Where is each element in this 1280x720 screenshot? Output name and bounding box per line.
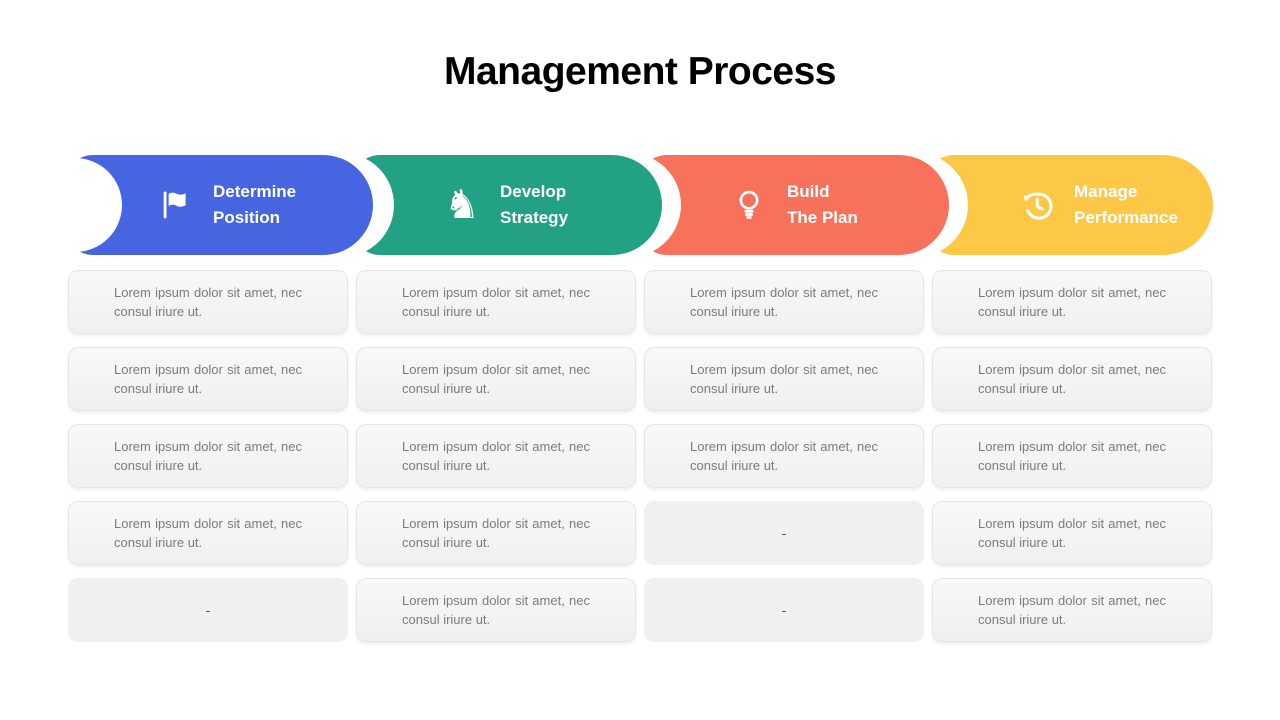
lorem-card: Lorem ipsum dolor sit amet, nec consul i…: [932, 270, 1212, 334]
lorem-card: Lorem ipsum dolor sit amet, nec consul i…: [932, 501, 1212, 565]
stage-label: Determine Position: [213, 182, 297, 227]
lightbulb-icon: [729, 187, 769, 223]
stage-pill: [926, 155, 1213, 255]
lorem-card: Lorem ipsum dolor sit amet, nec consul i…: [644, 424, 924, 488]
stage-header-band: Determine Position ♞ Develop Strategy: [0, 153, 1280, 257]
lorem-card: Lorem ipsum dolor sit amet, nec consul i…: [356, 424, 636, 488]
empty-card: -: [68, 578, 348, 642]
lorem-card: Lorem ipsum dolor sit amet, nec consul i…: [68, 501, 348, 565]
lorem-card: Lorem ipsum dolor sit amet, nec consul i…: [356, 501, 636, 565]
lorem-card: Lorem ipsum dolor sit amet, nec consul i…: [356, 270, 636, 334]
flag-icon: [155, 188, 195, 222]
empty-card: -: [644, 578, 924, 642]
lorem-card: Lorem ipsum dolor sit amet, nec consul i…: [644, 270, 924, 334]
lorem-card: Lorem ipsum dolor sit amet, nec consul i…: [932, 347, 1212, 411]
stage-header-develop-strategy: ♞ Develop Strategy: [290, 153, 662, 257]
stage-header-determine-position: Determine Position: [28, 155, 373, 255]
lorem-card: Lorem ipsum dolor sit amet, nec consul i…: [356, 347, 636, 411]
stage-label: Manage Performance: [1074, 182, 1178, 227]
stage-label: Build The Plan: [787, 182, 858, 227]
lorem-card: Lorem ipsum dolor sit amet, nec consul i…: [68, 424, 348, 488]
chess-knight-icon: ♞: [444, 182, 480, 228]
clock-history-icon: [1016, 187, 1056, 224]
card-grid: Lorem ipsum dolor sit amet, nec consul i…: [68, 270, 1212, 642]
lorem-card: Lorem ipsum dolor sit amet, nec consul i…: [932, 578, 1212, 642]
stage-header-build-the-plan: Build The Plan: [577, 153, 949, 257]
stage-label: Develop Strategy: [500, 182, 569, 227]
lorem-card: Lorem ipsum dolor sit amet, nec consul i…: [644, 347, 924, 411]
stage-pill: [352, 155, 662, 255]
stage-pill: [639, 155, 949, 255]
separator-circle: [28, 158, 122, 252]
lorem-card: Lorem ipsum dolor sit amet, nec consul i…: [932, 424, 1212, 488]
page-title: Management Process: [444, 50, 837, 93]
stage-header-manage-performance: Manage Performance: [864, 153, 1213, 257]
lorem-card: Lorem ipsum dolor sit amet, nec consul i…: [68, 347, 348, 411]
lorem-card: Lorem ipsum dolor sit amet, nec consul i…: [356, 578, 636, 642]
lorem-card: Lorem ipsum dolor sit amet, nec consul i…: [68, 270, 348, 334]
empty-card: -: [644, 501, 924, 565]
